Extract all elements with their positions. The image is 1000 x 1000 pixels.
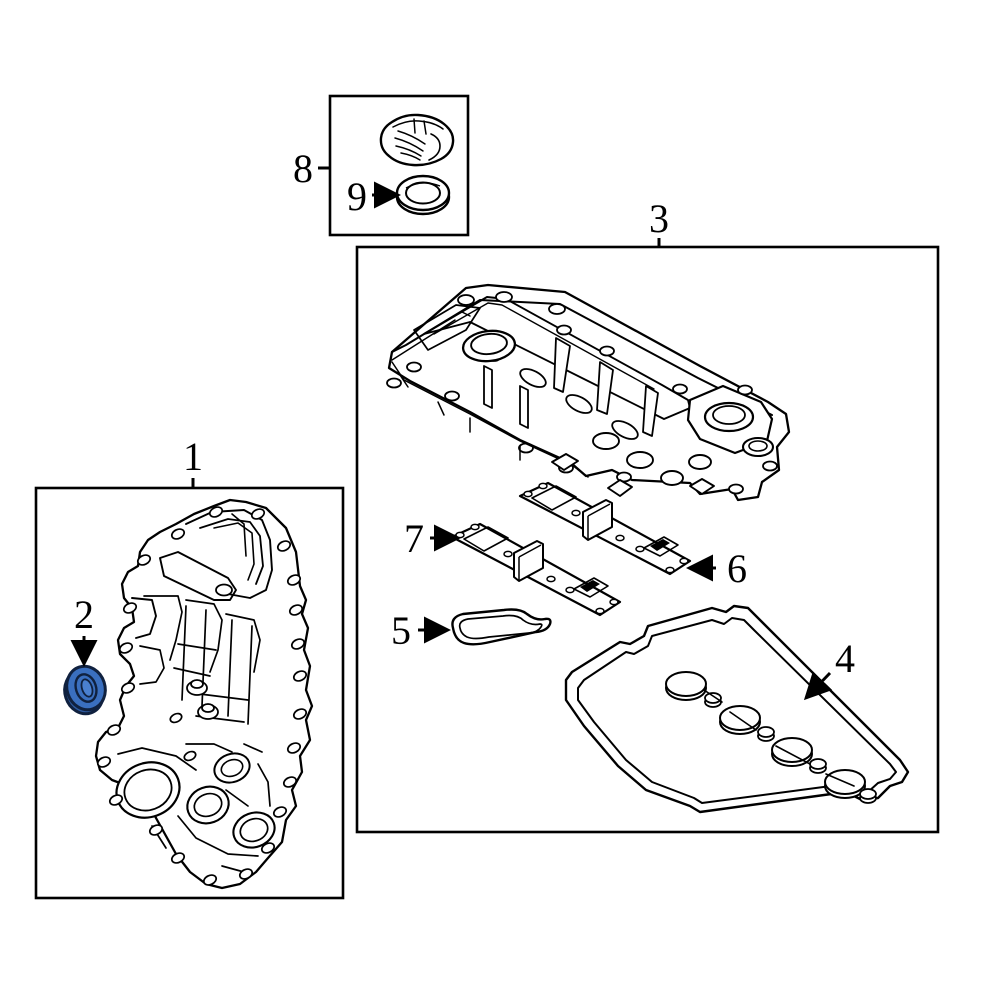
crank-seal-highlight-group	[63, 664, 107, 716]
oil-filler-cap-ribs	[394, 118, 427, 161]
timing-cover-rail-boss	[215, 583, 233, 597]
callout-6[interactable]: 6	[727, 546, 747, 591]
baffle-front-vent	[573, 577, 609, 598]
head-cover-skirt-lines	[391, 311, 589, 478]
callout-5[interactable]: 5	[391, 608, 411, 653]
baffle-rear-vent	[643, 536, 679, 557]
timing-cover-bore-right-inner	[239, 817, 269, 843]
crank-seal-bore	[80, 678, 94, 698]
head-cover-cam-rail	[423, 296, 691, 420]
timing-cover-bore-left-inner	[123, 768, 173, 812]
timing-cover-bore-upper-inner	[220, 758, 244, 778]
oil-filler-cap-body	[379, 113, 455, 167]
timing-cover-upper-rib-b	[199, 518, 264, 585]
callout-4[interactable]: 4	[835, 636, 855, 681]
timing-cover-bore-mid-inner	[193, 792, 223, 818]
timing-cover-left-step2	[139, 645, 165, 685]
baffle-rear-deflector-face	[587, 503, 611, 540]
timing-cover-upper-rib-d	[231, 513, 247, 557]
oring-groove	[405, 182, 441, 189]
baffle-front-vent-wedge	[580, 580, 600, 592]
head-cover-plug-tubes	[592, 432, 712, 486]
baffle-front-holes	[455, 523, 619, 615]
baffle-front-deflector-face	[518, 544, 542, 581]
head-cover-aux-bore-inner	[748, 440, 768, 452]
timing-cover-web-lines	[181, 605, 253, 725]
head-cover-left-pocket	[413, 304, 481, 351]
seal-5-inner	[458, 614, 543, 640]
baffle-rear-pocket	[531, 485, 577, 511]
head-cover-flange-tabs	[551, 453, 715, 497]
baffle-front-pocket	[463, 526, 509, 552]
baffle-front-deflector	[513, 540, 544, 582]
baffle-rear-deflector	[582, 499, 613, 541]
arrow-4	[803, 671, 833, 701]
gasket-inner-edge	[577, 617, 897, 804]
head-cover-ribs	[483, 337, 659, 437]
head-cover-vvt-bore-inner	[712, 405, 746, 425]
head-cover-top-deck	[391, 299, 773, 416]
oil-filler-cap-top-face	[392, 120, 444, 130]
timing-cover-left-step	[131, 597, 157, 639]
timing-cover-tensioner-rail	[159, 551, 237, 601]
callout-3[interactable]: 3	[649, 196, 669, 241]
timing-cover-passage-bosses	[186, 679, 219, 720]
callout-8[interactable]: 8	[293, 146, 313, 191]
head-cover-filler-neck-inner	[470, 332, 508, 356]
timing-cover-bolt-holes	[96, 506, 308, 886]
timing-cover-upper-rib-c	[213, 522, 255, 581]
oil-filler-cap-facet	[428, 133, 441, 161]
gasket-bead-link	[703, 689, 855, 787]
head-cover-cam-rail-inner	[433, 302, 655, 390]
callout-7[interactable]: 7	[404, 516, 424, 561]
callout-2[interactable]: 2	[74, 592, 94, 637]
callout-1[interactable]: 1	[183, 434, 203, 479]
gasket-small-holes	[704, 692, 877, 804]
baffle-rear-vent-wedge	[650, 539, 670, 551]
callout-9[interactable]: 9	[347, 174, 367, 219]
